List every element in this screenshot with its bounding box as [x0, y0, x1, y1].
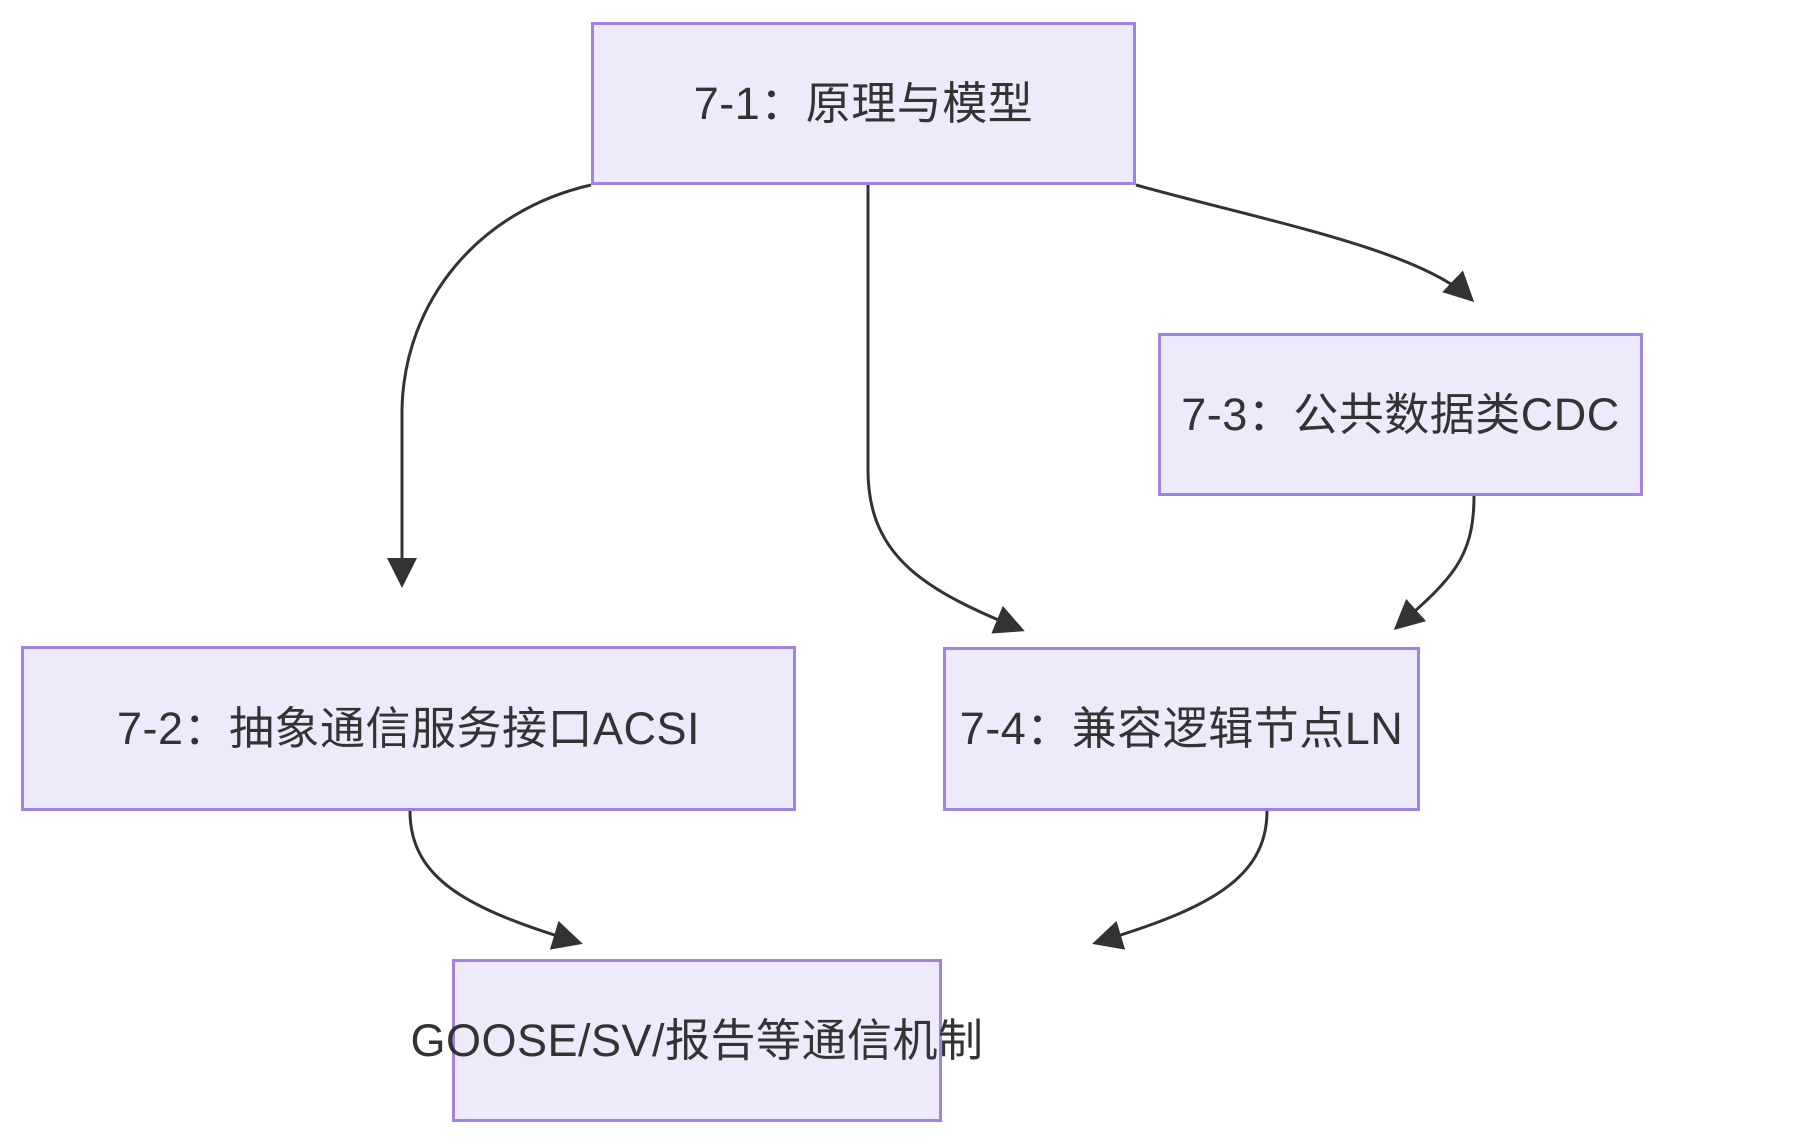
node-7-4-compatible-logical-node-ln[interactable]: 7-4：兼容逻辑节点LN [943, 647, 1420, 811]
node-goose-sv-report-communication-mechanism[interactable]: GOOSE/SV/报告等通信机制 [410, 959, 983, 1122]
node-label: GOOSE/SV/报告等通信机制 [410, 1014, 984, 1066]
node-7-2-abstract-communication-service-interface-acsi[interactable]: 7-2：抽象通信服务接口ACSI [21, 646, 796, 811]
edge-n72-to-nbottom [408, 810, 583, 950]
edge-n73-to-n74 [1393, 495, 1476, 630]
node-label: 7-2：抽象通信服务接口ACSI [116, 702, 701, 754]
node-label: 7-1：原理与模型 [693, 77, 1034, 129]
node-label: 7-4：兼容逻辑节点LN [959, 703, 1404, 755]
node-7-3-common-data-class-cdc[interactable]: 7-3：公共数据类CDC [1158, 333, 1643, 496]
edge-n71-to-n72 [387, 183, 592, 588]
edge-n74-to-nbottom [1092, 810, 1269, 950]
node-label: 7-3：公共数据类CDC [1181, 388, 1620, 440]
edge-n71-to-n73 [1135, 183, 1475, 303]
node-7-1-principles-and-model[interactable]: 7-1：原理与模型 [591, 22, 1136, 185]
edge-n71-to-n74 [866, 185, 1025, 634]
